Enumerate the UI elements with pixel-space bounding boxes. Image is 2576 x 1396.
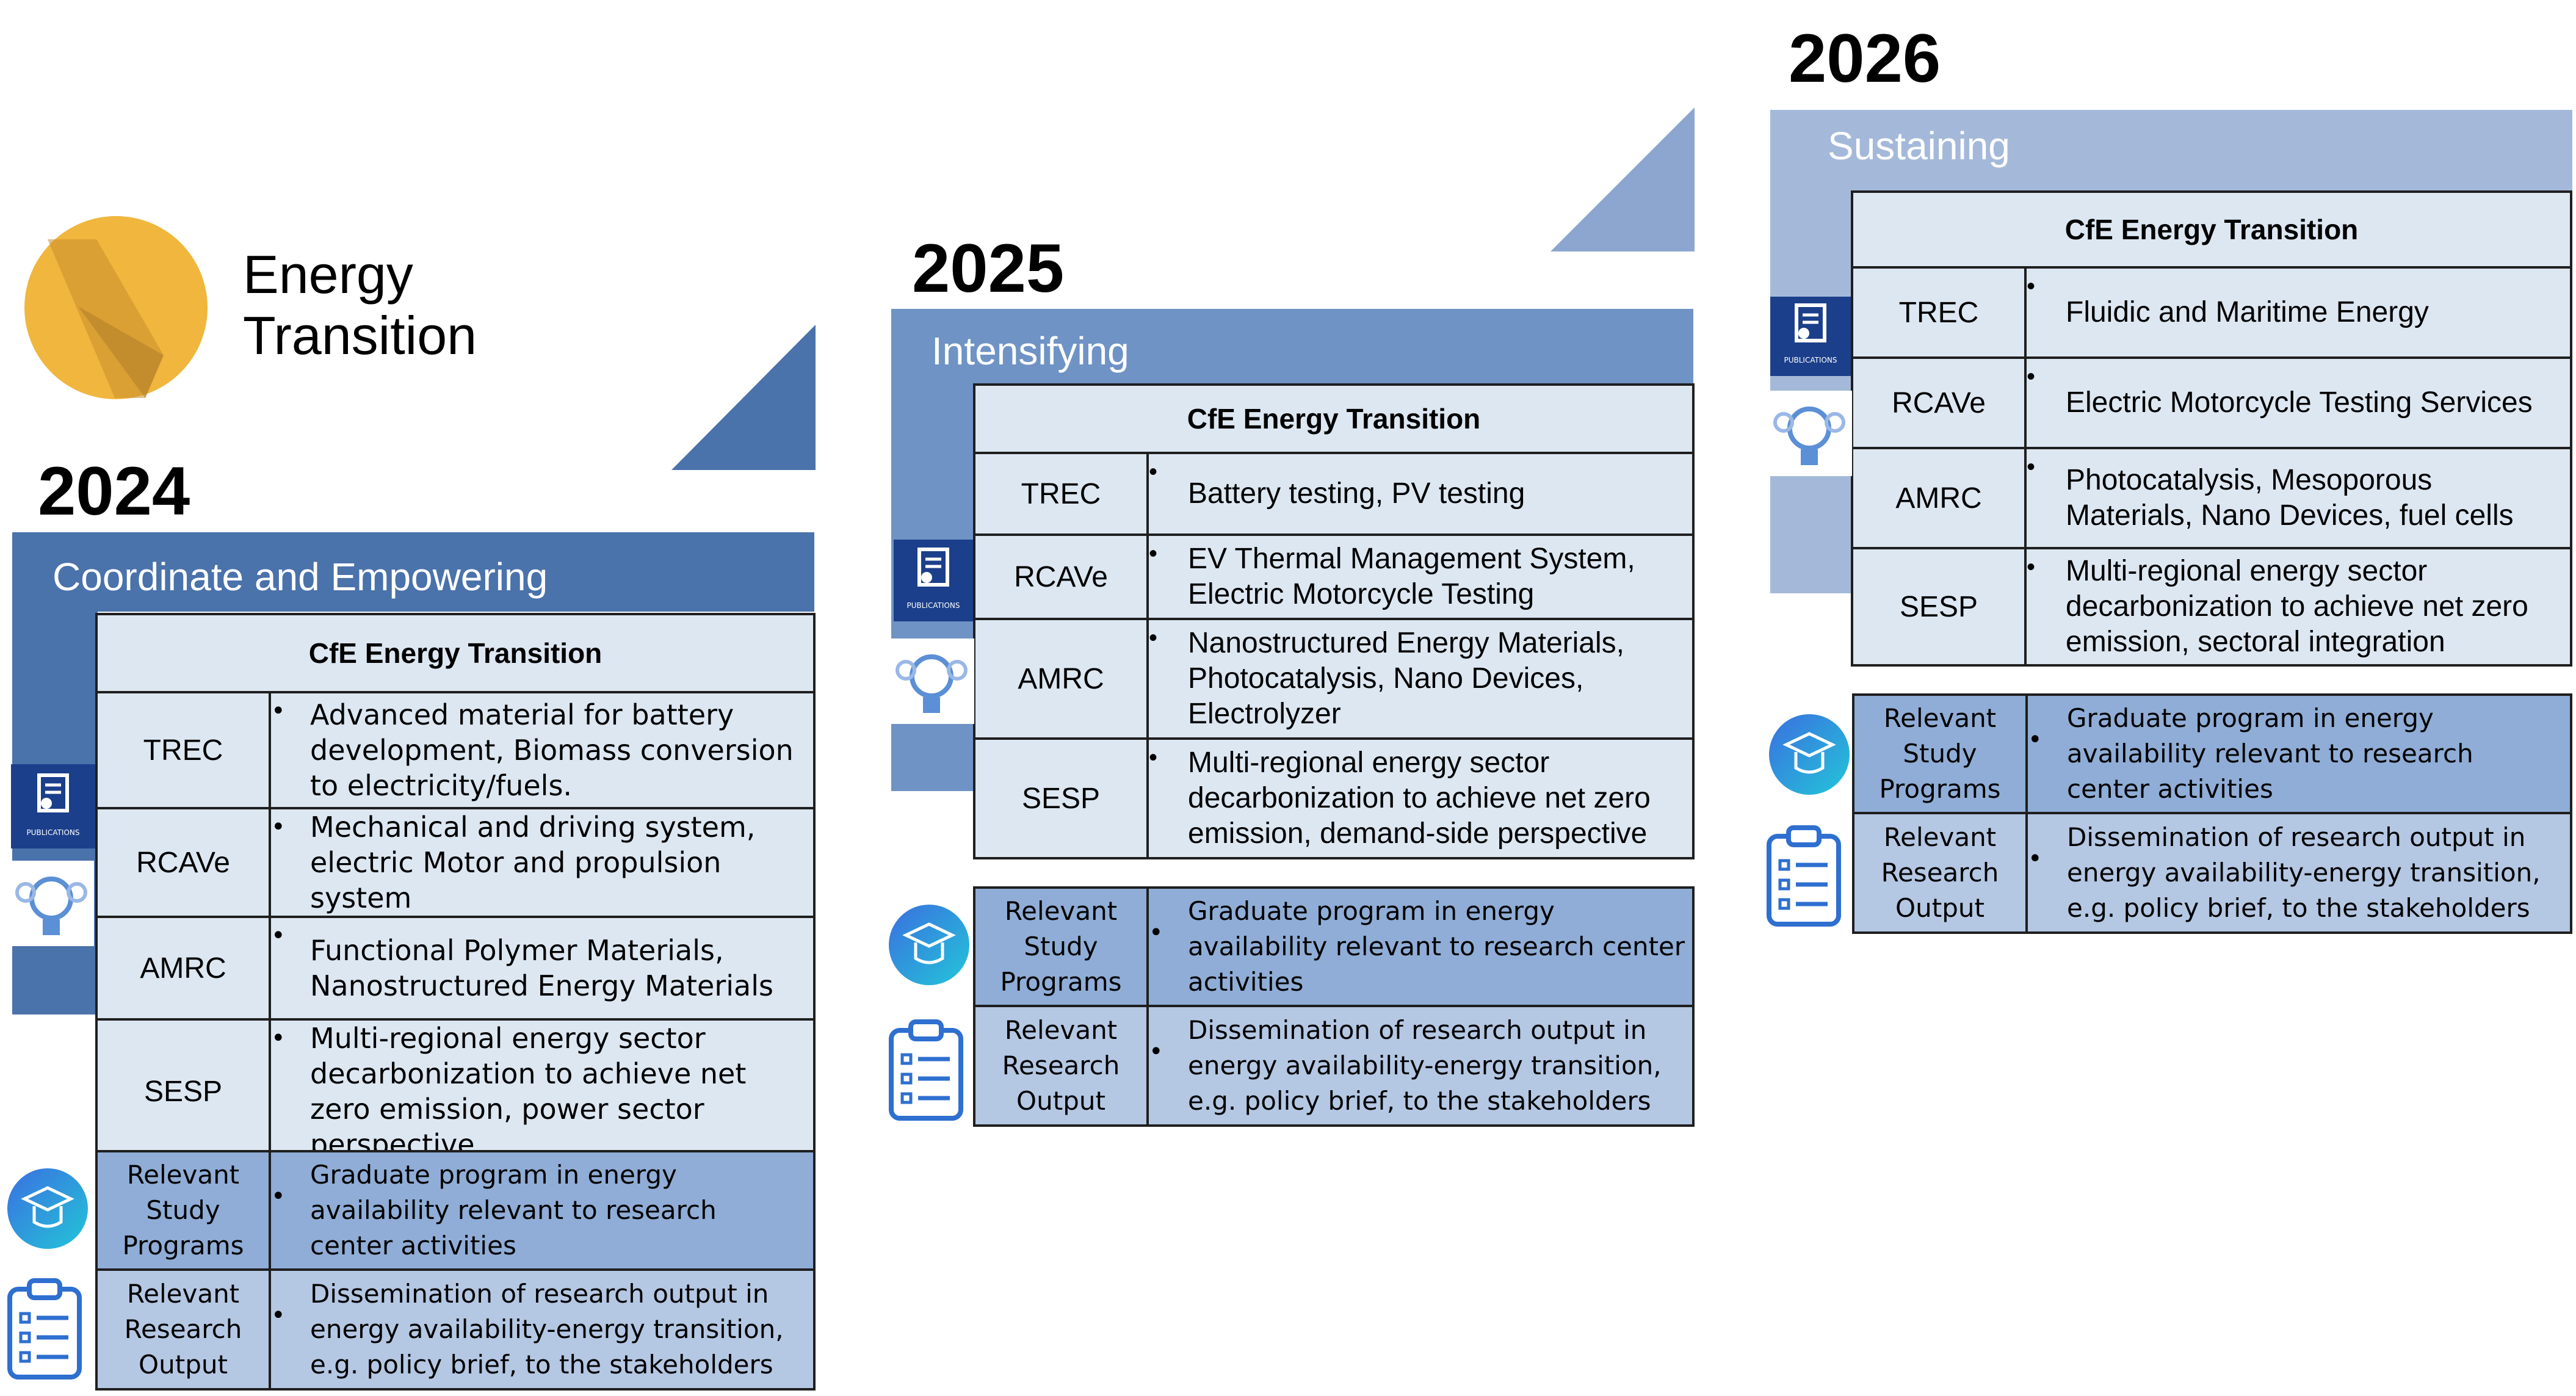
publications-icon: PUBLICATIONS xyxy=(1770,297,1851,376)
publications-icon: PUBLICATIONS xyxy=(11,764,95,848)
research-output-clipboard-icon xyxy=(889,1019,963,1121)
programs-label: Relevant Study Programs xyxy=(1852,693,2028,814)
table-header-2024: CfE Energy Transition xyxy=(95,613,816,693)
center-activity: •EV Thermal Management System, Electric … xyxy=(1146,533,1695,620)
research-table-2025: CfE Energy Transition TREC•Battery testi… xyxy=(973,383,1695,859)
step-triangle-2025 xyxy=(1550,107,1695,251)
programs-text: •Graduate program in energy availability… xyxy=(2025,693,2572,814)
center-activity: •Advanced material for battery developme… xyxy=(269,691,816,809)
output-text: •Dissemination of research output in ene… xyxy=(1146,1005,1695,1127)
center-name: TREC xyxy=(95,691,271,809)
research-gear-bulb-icon xyxy=(889,638,974,724)
center-activity: •Battery testing, PV testing xyxy=(1146,452,1695,536)
table-header-2025: CfE Energy Transition xyxy=(973,383,1695,454)
center-name: AMRC xyxy=(973,618,1149,740)
stage-band-2026: Sustaining xyxy=(1770,110,2572,190)
center-activity: •Nanostructured Energy Materials, Photoc… xyxy=(1146,618,1695,740)
year-2026: 2026 xyxy=(1789,20,1941,96)
publications-icon: PUBLICATIONS xyxy=(894,540,973,621)
research-output-clipboard-icon xyxy=(1767,825,1841,927)
research-output-clipboard-icon xyxy=(7,1278,82,1380)
energy-transition-logo-icon xyxy=(24,216,208,399)
center-name: TREC xyxy=(973,452,1149,536)
center-name: SESP xyxy=(1851,547,2027,667)
center-name: SESP xyxy=(973,737,1149,859)
research-table-2024: CfE Energy Transition TREC•Advanced mate… xyxy=(95,613,816,1165)
center-activity: •Fluidic and Maritime Energy xyxy=(2024,266,2572,359)
center-activity: •Multi-regional energy sector decarboniz… xyxy=(1146,737,1695,859)
publications-label: PUBLICATIONS xyxy=(26,828,80,837)
center-name: RCAVe xyxy=(973,533,1149,620)
center-activity: •Functional Polymer Materials, Nanostruc… xyxy=(269,916,816,1021)
center-name: TREC xyxy=(1851,266,2027,359)
outcomes-table-2025: Relevant Study Programs•Graduate program… xyxy=(973,886,1695,1127)
programs-label: Relevant Study Programs xyxy=(95,1150,271,1271)
stage-band-2025: Intensifying xyxy=(891,309,1693,385)
programs-text: •Graduate program in energy availability… xyxy=(269,1150,816,1271)
stage-label-2025: Intensifying xyxy=(932,329,1129,373)
table-header-2026: CfE Energy Transition xyxy=(1851,190,2572,269)
year-2024: 2024 xyxy=(38,453,190,529)
center-activity: •Electric Motorcycle Testing Services xyxy=(2024,356,2572,449)
programs-label: Relevant Study Programs xyxy=(973,886,1149,1007)
research-gear-bulb-icon xyxy=(9,861,94,946)
logo-title: Energy Transition xyxy=(243,244,477,366)
center-name: RCAVe xyxy=(1851,356,2027,449)
output-label: Relevant Research Output xyxy=(1852,812,2028,934)
center-name: AMRC xyxy=(95,916,271,1021)
output-text: •Dissemination of research output in ene… xyxy=(269,1268,816,1391)
logo-title-line2: Transition xyxy=(243,305,477,366)
center-name: SESP xyxy=(95,1018,271,1165)
center-activity: •Multi-regional energy sector decarboniz… xyxy=(2024,547,2572,667)
center-name: RCAVe xyxy=(95,807,271,918)
stage-label-2026: Sustaining xyxy=(1828,124,2010,168)
graduate-study-icon xyxy=(7,1168,88,1249)
output-label: Relevant Research Output xyxy=(95,1268,271,1391)
outcomes-table-2026: Relevant Study Programs•Graduate program… xyxy=(1852,693,2572,934)
publications-label: PUBLICATIONS xyxy=(1784,356,1837,364)
graduate-study-icon xyxy=(889,905,969,985)
outcomes-table-2024: Relevant Study Programs•Graduate program… xyxy=(95,1150,816,1391)
output-text: •Dissemination of research output in ene… xyxy=(2025,812,2572,934)
research-table-2026: CfE Energy Transition TREC•Fluidic and M… xyxy=(1851,190,2572,667)
programs-text: •Graduate program in energy availability… xyxy=(1146,886,1695,1007)
stage-band-2024: Coordinate and Empowering xyxy=(12,532,814,612)
center-activity: •Multi-regional energy sector decarboniz… xyxy=(269,1018,816,1165)
logo-title-line1: Energy xyxy=(243,244,413,305)
research-gear-bulb-icon xyxy=(1767,391,1852,476)
center-activity: •Photocatalysis, Mesoporous Materials, N… xyxy=(2024,447,2572,549)
stage-label-2024: Coordinate and Empowering xyxy=(52,555,548,599)
publications-label: PUBLICATIONS xyxy=(906,601,960,610)
step-triangle-2024 xyxy=(671,325,816,470)
output-label: Relevant Research Output xyxy=(973,1005,1149,1127)
center-name: AMRC xyxy=(1851,447,2027,549)
graduate-study-icon xyxy=(1769,714,1850,795)
center-activity: •Mechanical and driving system, electric… xyxy=(269,807,816,918)
year-2025: 2025 xyxy=(912,230,1065,306)
